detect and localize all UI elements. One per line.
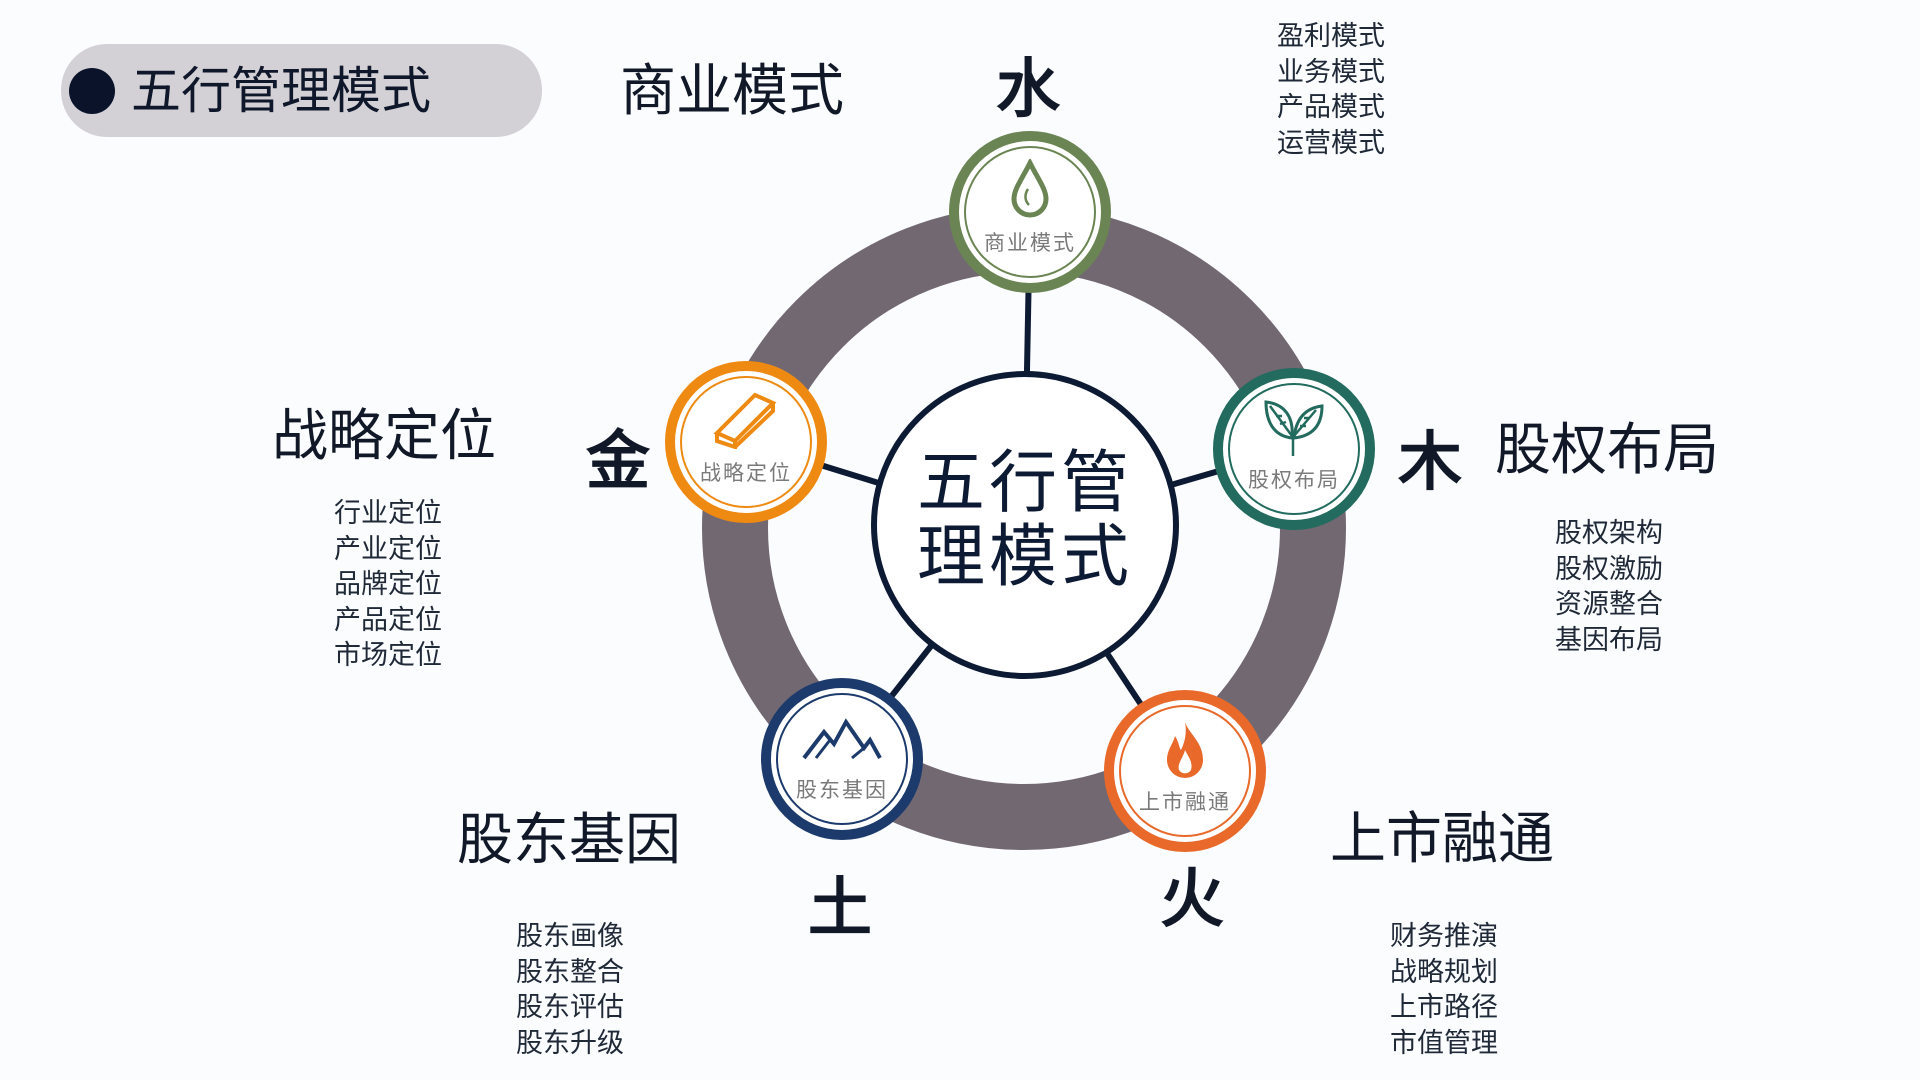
node-label-wood: 股权布局 [1248,468,1340,492]
metal-items: 行业定位 产业定位 品牌定位 产品定位 市场定位 [334,496,442,674]
node-metal: 战略定位 [665,361,827,523]
node-water: 商业模式 [949,131,1111,293]
list-item: 资源整合 [1555,589,1663,620]
node-fire: 上市融通 [1104,690,1266,852]
earth-items: 股东画像 股东整合 股东评估 股东升级 [516,919,624,1061]
list-item: 财务推演 [1390,921,1498,952]
bullet-dot-icon [69,68,115,114]
fire-items: 财务推演 战略规划 上市路径 市值管理 [1390,919,1498,1061]
list-item: 股东评估 [516,992,624,1023]
earth-element-char: 土 [808,872,872,946]
water-drop-icon [1011,159,1049,218]
metal-element-char: 金 [586,425,650,499]
list-item: 行业定位 [334,498,442,529]
wood-title: 股权布局 [1495,418,1719,483]
list-item: 产品定位 [334,604,442,636]
list-item: 业务模式 [1277,56,1385,88]
list-item: 产业定位 [334,533,442,565]
earth-title: 股东基因 [457,808,681,873]
wood-element-char: 木 [1398,426,1462,500]
list-item: 股权激励 [1555,553,1663,585]
list-item: 运营模式 [1277,127,1385,159]
list-item: 股东升级 [516,1027,624,1059]
list-item: 战略规划 [1390,956,1498,988]
metal-title: 战略定位 [272,404,496,469]
node-label-fire: 上市融通 [1139,790,1231,814]
node-earth: 股东基因 [761,678,923,840]
list-item: 股东画像 [516,921,624,952]
list-item: 品牌定位 [334,569,442,600]
list-item: 股权架构 [1555,518,1663,549]
water-element-char: 水 [996,53,1060,127]
title-pill [61,44,542,137]
fire-element-char: 火 [1160,863,1224,937]
wood-items: 股权架构 股权激励 资源整合 基因布局 [1555,516,1663,658]
node-label-metal: 战略定位 [700,461,792,485]
water-title: 商业模式 [620,59,844,124]
center-title-line2: 理模式 [916,518,1133,597]
center-title-line1: 五行管 [916,444,1133,523]
list-item: 盈利模式 [1277,21,1385,52]
node-label-earth: 股东基因 [796,778,888,802]
leaves-icon [1264,400,1324,456]
node-label-water: 商业模式 [984,231,1076,255]
list-item: 市场定位 [334,640,442,671]
list-item: 产品模式 [1277,92,1385,123]
water-items: 盈利模式 业务模式 产品模式 运营模式 [1277,19,1385,161]
mountains-icon [802,718,882,760]
flame-icon [1167,722,1203,778]
gold-bar-icon [713,392,777,449]
node-wood: 股权布局 [1213,368,1375,530]
list-item: 上市路径 [1390,992,1498,1023]
list-item: 市值管理 [1390,1027,1498,1059]
list-item: 股东整合 [516,956,624,988]
list-item: 基因布局 [1555,624,1663,656]
page-title: 五行管理模式 [131,62,431,120]
fire-title: 上市融通 [1330,807,1554,872]
center-circle: 五行管 理模式 [871,371,1179,679]
